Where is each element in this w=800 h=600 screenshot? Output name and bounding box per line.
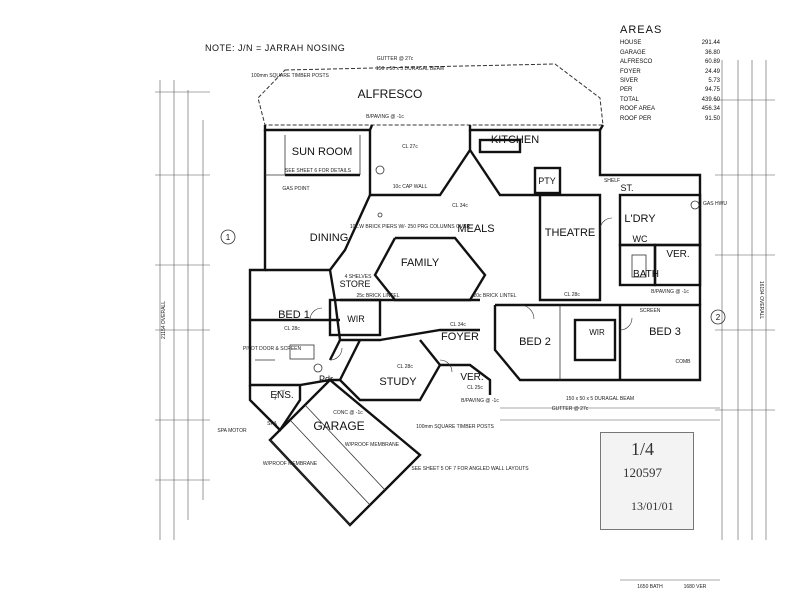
waterproof-label-2: W/PROOF MEMBRANE [345,442,400,448]
room-label-meals: MEALS [457,223,494,235]
bottom-verandah-dimension: 1680 VER [684,584,707,590]
posts-bottom-label: 100mm SQUARE TIMBER POSTS [416,424,494,430]
ceiling-label-study: CL 28c [397,364,413,370]
sheet5-note: SEE SHEET 5 OF 7 FOR ANGLED WALL LAYOUTS [411,466,529,472]
room-label-sun-room: SUN ROOM [292,146,353,158]
room-label-study: STUDY [379,376,417,388]
brick-paving-label-3: B/PAVING @ -1c [366,114,404,120]
stamp-sheet-number: 1/4 [631,439,655,459]
room-label-verandah-east: VER. [666,249,689,260]
room-label-verandah-study: VER. [460,372,483,383]
house-walls [248,124,702,527]
brick-paving-label-2: B/PAVING @ -1c [651,289,689,295]
room-label-st: ST. [620,183,633,193]
alfresco-outline [257,63,604,126]
door-swings [274,217,633,401]
ceiling-label-alfresco: CL 27c [402,144,418,150]
room-label-ensuite: ENS. [270,390,293,401]
gas-point-label: GAS POINT [282,186,309,192]
room-label-powder: Pdr [319,374,333,384]
gutter-bottom-label: GUTTER @ 27c [552,406,589,412]
room-label-bath: BATH [633,269,659,280]
stamp-reference: 120597 [623,465,662,480]
grid-marker-2: 2 [710,309,726,325]
beam-top-label: 150 x 50 x 5 DURAGAL BEAM [376,66,444,72]
concrete-label: CONC @ -1c [333,410,363,416]
spa-motor-label: SPA MOTOR [217,428,247,434]
brick-piers-label: 10c.W BRICK PIERS W/- 250 PRG COLUMNS OV… [350,224,471,230]
room-label-wc: WC [633,234,648,244]
room-label-laundry: L'DRY [624,213,656,225]
room-label-dining: DINING [310,232,349,244]
brick-paving-label-1: B/PAVING @ -1c [461,398,499,404]
left-dimension-lines [155,80,210,540]
right-dimension-lines [715,60,775,540]
room-label-bed-3: BED 3 [649,326,681,338]
right-overall-dimension: 16194 OVERALL [758,281,764,320]
room-label-bed-2: BED 2 [519,336,551,348]
waterproof-label-1: W/PROOF MEMBRANE [263,461,318,467]
room-label-store: STORE [340,279,371,289]
room-label-alfresco: ALFRESCO [358,87,423,101]
jarrah-nosing-note: NOTE: J/N = JARRAH NOSING [205,43,346,53]
screen-label: SCREEN [640,308,661,314]
shelves-label: 4 SHELVES [345,274,373,280]
ceiling-label-bed1: CL 28c [284,326,300,332]
shelf-label: SHELF [604,178,620,184]
approval-stamp: 1/4 120597 13/01/01 [600,432,694,530]
stamp-date: 13/01/01 [631,499,674,513]
grid-marker-1: 1 [220,229,236,245]
interior-details [255,135,700,526]
sunroom-note: SEE SHEET 6 FOR DETAILS [285,168,352,174]
room-label-wir-2: WIR [589,328,605,337]
bottom-dimension-lines [500,407,720,581]
posts-top-label: 100mm SQUARE TIMBER POSTS [251,73,329,79]
room-label-family: FAMILY [401,257,440,269]
ceiling-label-verandah: CL 25c [467,385,483,391]
areas-title: AREAS [620,24,663,36]
svg-text:2: 2 [716,313,721,322]
room-label-theatre: THEATRE [545,227,596,239]
pivot-door-label: PIVOT DOOR & SCREEN [243,346,302,352]
left-overall-dimension: 21154 OVERALL [161,301,167,339]
brick-lintel-label-1: 25c BRICK LINTEL [356,293,399,299]
room-label-wir-1: WIR [347,314,365,324]
ceiling-label-family: CL 34c [452,203,468,209]
gutter-top-label: GUTTER @ 27c [377,56,414,62]
cap-wall-label: 10c CAP WALL [393,184,428,190]
room-label-foyer: FOYER [441,331,479,343]
room-label-kitchen: KITCHEN [491,134,539,146]
room-label-bed-1: BED 1 [278,309,310,321]
room-label-pantry: PTY [538,176,556,186]
brick-lintel-label-2: 20c BRICK LINTEL [473,293,516,299]
ceiling-label-theatre: CL 28c [564,292,580,298]
spa-label: SPA [267,421,277,427]
gas-hwu-label: GAS HWU [703,201,727,207]
beam-bottom-label: 150 x 50 x 5 DURAGAL BEAM [566,396,634,402]
bottom-bath-dimension: 1650 BATH [637,584,663,590]
ceiling-label-foyer: CL 34c [450,322,466,328]
svg-text:1: 1 [226,233,231,242]
room-label-garage: GARAGE [313,419,364,433]
comb-label: COMB [676,359,692,365]
